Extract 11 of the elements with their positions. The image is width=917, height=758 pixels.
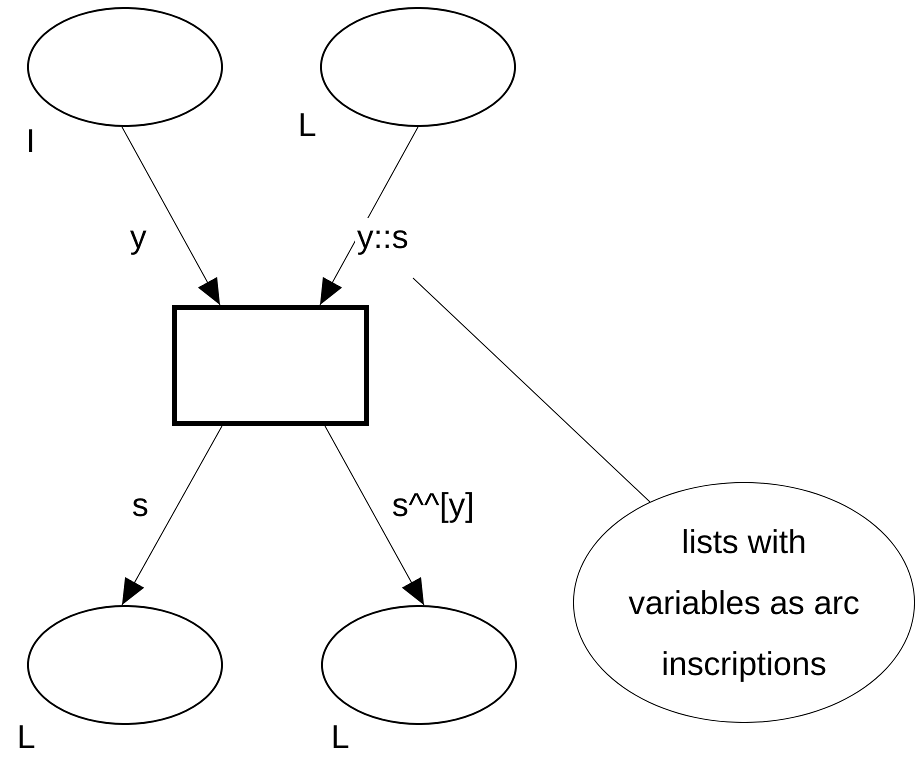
- comment-text: lists with variables as arc inscriptions: [627, 522, 861, 684]
- place-label: I: [26, 122, 36, 160]
- arrow: [122, 126, 220, 306]
- place-label: L: [298, 106, 316, 144]
- leader-line: [412, 278, 650, 502]
- transition-box: [172, 305, 369, 426]
- edge-label: y::s: [355, 218, 410, 256]
- place-label: L: [331, 718, 350, 756]
- place-label: L: [17, 718, 36, 756]
- arrow: [324, 426, 424, 606]
- arrow: [122, 426, 222, 606]
